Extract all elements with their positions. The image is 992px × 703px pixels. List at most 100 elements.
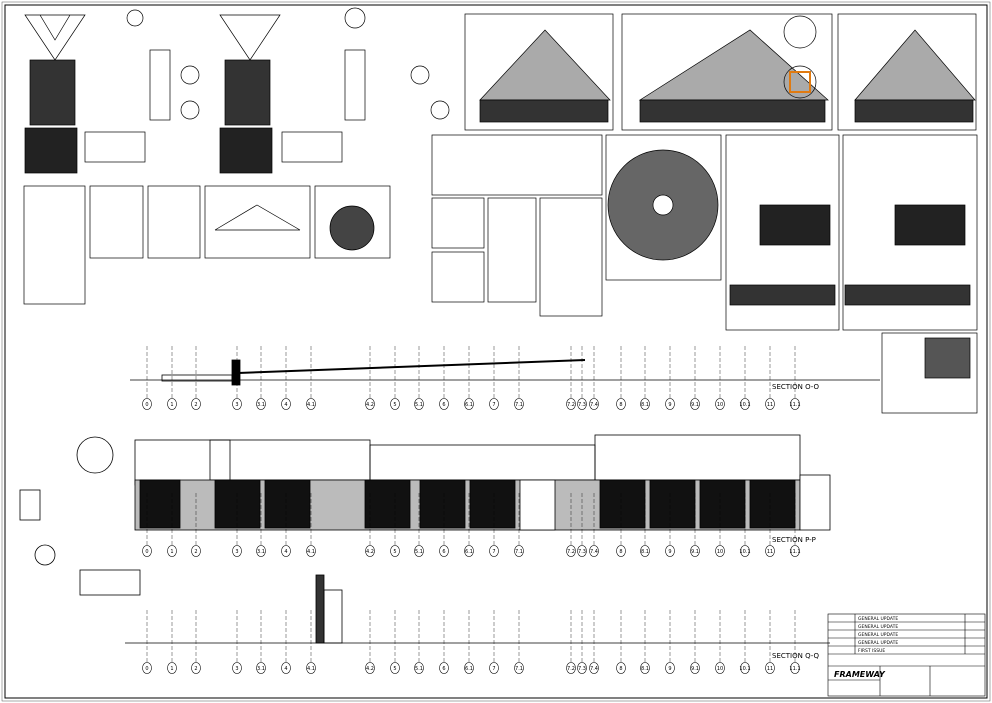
highlighted-detail — [789, 71, 811, 93]
grid-bubble-9: 9 — [665, 493, 675, 557]
grid-label: 8 — [619, 549, 622, 555]
grid-label: 4.1 — [307, 402, 315, 408]
grid-bubble-4: 4 — [281, 610, 291, 674]
grid-bubble-circle — [640, 398, 650, 410]
silo-view-1 — [464, 13, 614, 131]
grid-bubble-5: 5 — [390, 610, 400, 674]
grid-bubble-7.4: 7.4 — [589, 493, 599, 557]
grid-label: 6.1 — [465, 549, 473, 555]
grid-bubble-circle — [715, 662, 725, 674]
grid-bubble-circle — [365, 662, 375, 674]
grid-bubble-10: 10 — [715, 610, 725, 674]
grid-bubble-3: 3 — [232, 610, 242, 674]
grid-label: 11 — [767, 549, 773, 555]
grid-label: 10.1 — [739, 549, 750, 555]
grid-label: 10 — [717, 666, 723, 672]
grid-bubble-8: 8 — [616, 493, 626, 557]
grid-bubble-6: 6 — [439, 610, 449, 674]
grid-bubble-circle — [142, 545, 152, 557]
section-p-p: SECTION P-P — [19, 434, 831, 596]
grid-label: 7.3 — [578, 402, 586, 408]
grid-bubble-circle — [640, 662, 650, 674]
grid-bubble-7.3: 7.3 — [577, 346, 587, 410]
grid-label: 0 — [145, 666, 148, 672]
grid-label: 10 — [717, 549, 723, 555]
grid-bubble-7.2: 7.2 — [566, 610, 576, 674]
grid-label: 4 — [284, 666, 287, 672]
grid-bubble-circle — [256, 398, 266, 410]
grid-label: 7.2 — [567, 402, 575, 408]
grid-bubble-circle — [464, 545, 474, 557]
grid-bubble-2: 2 — [191, 610, 201, 674]
grid-bubble-8: 8 — [616, 346, 626, 410]
grid-label: 7.3 — [578, 549, 586, 555]
grid-bubble-0: 0 — [142, 346, 152, 410]
grid-bubble-7: 7 — [489, 493, 499, 557]
grid-bubble-4.1: 4.1 — [306, 346, 316, 410]
grid-bubble-circle — [306, 662, 316, 674]
grid-label: 7.1 — [515, 666, 523, 672]
grid-label: 9.1 — [691, 666, 699, 672]
grid-label: 5 — [393, 549, 396, 555]
grid-label: 5 — [393, 402, 396, 408]
grid-label: 3.1 — [257, 549, 265, 555]
grid-bubble-5: 5 — [390, 493, 400, 557]
grid-bubble-circle — [665, 398, 675, 410]
grid-label: 11 — [767, 402, 773, 408]
grid-bubble-circle — [765, 398, 775, 410]
grid-bubble-circle — [577, 398, 587, 410]
grid-bubble-7.4: 7.4 — [589, 610, 599, 674]
grid-bubble-circle — [790, 398, 800, 410]
grid-label: 3 — [235, 549, 238, 555]
grid-bubble-7: 7 — [489, 610, 499, 674]
grid-bubble-circle — [566, 662, 576, 674]
grid-bubble-7.3: 7.3 — [577, 493, 587, 557]
grid-bubble-circle — [765, 662, 775, 674]
section-label: SECTION Q-Q — [772, 652, 820, 660]
grid-label: 7.3 — [578, 666, 586, 672]
grid-label: 7 — [492, 549, 495, 555]
grid-bubble-9.1: 9.1 — [690, 493, 700, 557]
grid-bubble-circle — [640, 545, 650, 557]
grid-bubble-circle — [790, 662, 800, 674]
grid-label: 6.1 — [465, 402, 473, 408]
grid-label: 10 — [717, 402, 723, 408]
grid-bubble-4: 4 — [281, 493, 291, 557]
grid-label: 4.2 — [366, 549, 374, 555]
grid-bubble-circle — [390, 398, 400, 410]
grid-label: 11 — [767, 666, 773, 672]
grid-bubble-circle — [665, 662, 675, 674]
grid-bubble-5.1: 5.1 — [414, 610, 424, 674]
grid-bubble-circle — [191, 398, 201, 410]
grid-bubble-7: 7 — [489, 346, 499, 410]
grid-bubble-11: 11 — [765, 346, 775, 410]
detail-box — [725, 134, 840, 331]
grid-label: 2 — [194, 402, 197, 408]
section-label: SECTION O-O — [772, 383, 819, 391]
grid-bubble-circle — [439, 545, 449, 557]
grid-bubble-9: 9 — [665, 610, 675, 674]
grid-bubble-9.1: 9.1 — [690, 610, 700, 674]
grid-bubble-7.2: 7.2 — [566, 493, 576, 557]
grid-bubble-circle — [191, 545, 201, 557]
grid-bubble-circle — [566, 398, 576, 410]
grid-label: 3 — [235, 666, 238, 672]
grid-label: 6 — [442, 549, 445, 555]
grid-bubble-4.2: 4.2 — [365, 346, 375, 410]
grid-label: 7.2 — [567, 549, 575, 555]
grid-bubble-circle — [167, 662, 177, 674]
grid-label: 5.1 — [415, 666, 423, 672]
grid-label: 5.1 — [415, 549, 423, 555]
grid-bubble-7.4: 7.4 — [589, 346, 599, 410]
grid-bubble-5.1: 5.1 — [414, 493, 424, 557]
grid-bubble-4.2: 4.2 — [365, 610, 375, 674]
detail-box — [314, 185, 391, 259]
grid-bubble-circle — [232, 662, 242, 674]
grid-bubble-1: 1 — [167, 346, 177, 410]
grid-bubble-circle — [765, 545, 775, 557]
grid-label: 11.1 — [789, 549, 800, 555]
